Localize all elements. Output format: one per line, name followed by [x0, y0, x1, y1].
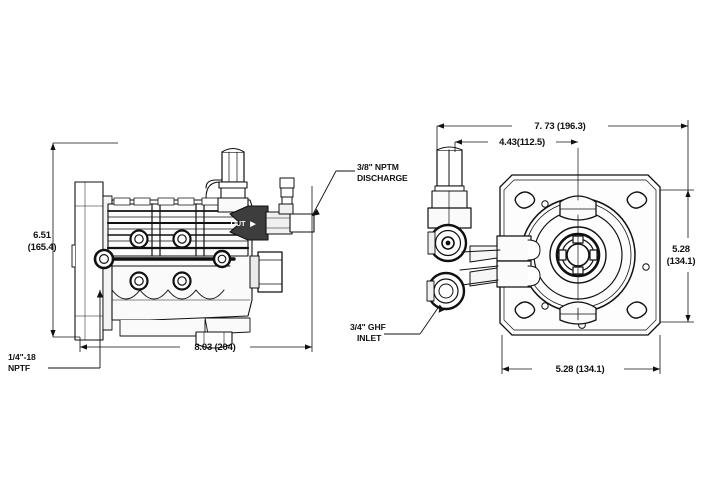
discharge-leader [311, 170, 355, 217]
side-bolt-heads-ends [93, 248, 232, 270]
side-height-value-line1: 6.51 [33, 230, 52, 241]
side-out-port [229, 205, 315, 241]
front-linkage [459, 249, 501, 286]
front-overall-width-dimension [436, 120, 689, 190]
inlet-leader [384, 304, 445, 335]
discharge-label-line2: DISCHARGE [357, 173, 408, 183]
front-view-group [426, 146, 661, 336]
npt-port-label-line1: 1/4"-18 [8, 352, 36, 362]
npt-port-label-line2: NPTF [8, 363, 30, 373]
side-tie-bar [102, 257, 236, 267]
side-height-dimension [50, 142, 118, 338]
front-height-value-line1: 5.28 [672, 244, 690, 255]
front-overall-width-value: 7. 73 (196.3) [534, 121, 585, 132]
front-shaft-offset-value: 4.43(112.5) [499, 137, 545, 148]
side-view-group [71, 147, 315, 349]
side-bottom-boss [195, 331, 233, 349]
out-arrow-icon: ▶ [249, 221, 256, 228]
side-scallops [111, 289, 225, 300]
front-plate-width-value: 5.28 (134.1) [556, 364, 605, 375]
front-shaft-offset-dimension [454, 139, 578, 152]
side-bolt-heads-upper [129, 229, 192, 249]
discharge-label-line1: 3/8" NPTM [357, 162, 399, 172]
side-length-dimension [79, 186, 313, 352]
side-bolt-heads-lower [129, 271, 192, 291]
front-mounting-slots [514, 191, 648, 319]
out-marking-label: OUT [231, 221, 247, 228]
side-length-value: 8.03 (204) [194, 342, 235, 353]
inlet-label-line2: INLET [357, 333, 382, 343]
front-manifold-body [469, 235, 541, 288]
front-inlet-ports [426, 223, 468, 311]
front-plate-width-dimension [501, 335, 661, 374]
npt-port-leader [48, 290, 104, 369]
side-height-value-line2: (165.4) [28, 242, 57, 253]
front-housing-bosses [559, 195, 597, 325]
side-barb-fitting [278, 177, 295, 215]
side-unloader-valve [205, 147, 249, 213]
inlet-label-line1: 3/4" GHF [350, 322, 386, 332]
front-unloader-column [427, 146, 472, 229]
side-hex-nut [249, 251, 283, 293]
front-height-dimension [660, 189, 694, 323]
front-height-value-line2: (134.1) [667, 256, 696, 267]
